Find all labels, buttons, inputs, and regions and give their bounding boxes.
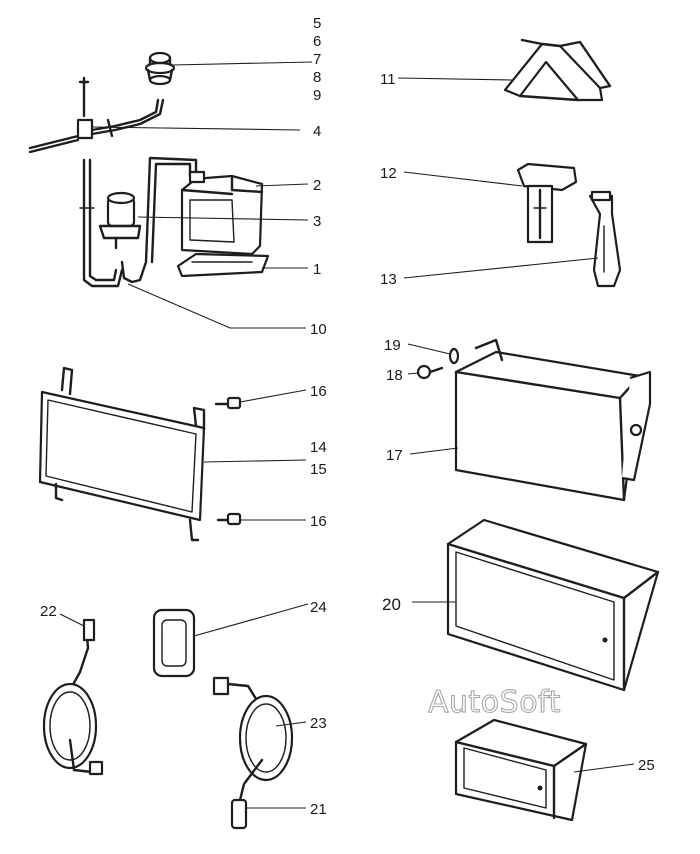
screw-16b-part xyxy=(216,512,242,526)
label-2: 2 xyxy=(313,177,321,194)
label-11: 11 xyxy=(380,71,396,88)
mirror-left-part xyxy=(42,618,104,776)
frame-part xyxy=(38,366,206,542)
label-23: 23 xyxy=(310,715,327,732)
label-19: 19 xyxy=(384,337,401,354)
label-5: 5 xyxy=(313,15,321,32)
label-1: 1 xyxy=(313,261,321,278)
label-10: 10 xyxy=(310,321,327,338)
wheel-brace-part xyxy=(588,190,622,288)
label-12: 12 xyxy=(380,165,397,182)
label-18: 18 xyxy=(386,367,403,384)
leader-24 xyxy=(193,603,309,637)
hose-left xyxy=(82,158,124,288)
mirror-right-part xyxy=(212,676,294,830)
first-aid-box-part xyxy=(454,338,652,502)
box-25-part xyxy=(454,718,588,822)
screw-18-part xyxy=(416,364,444,380)
leader-19 xyxy=(407,343,451,355)
washer-system xyxy=(28,51,270,288)
box-20-part xyxy=(446,518,660,692)
washer-cap-part xyxy=(144,51,176,86)
leader-16a xyxy=(239,389,307,403)
label-17: 17 xyxy=(386,447,403,464)
callout-labels: 5 6 7 8 9 4 2 3 1 10 16 14 15 16 24 23 2… xyxy=(40,15,655,818)
leader-13 xyxy=(403,257,599,279)
leader-17 xyxy=(409,447,459,455)
label-25: 25 xyxy=(638,757,655,774)
hose-left-inner xyxy=(88,158,118,282)
tank-tray-part xyxy=(176,252,270,278)
leaders-top-left xyxy=(91,61,313,329)
hose-right xyxy=(120,156,198,284)
leader-14 xyxy=(203,459,307,463)
label-14: 14 xyxy=(310,439,327,456)
label-21: 21 xyxy=(310,801,327,818)
label-3: 3 xyxy=(313,213,321,230)
seal-24-part xyxy=(152,608,196,678)
leader-18 xyxy=(407,372,419,375)
warning-triangle-part xyxy=(503,38,612,102)
washer-tank-part xyxy=(180,170,264,256)
label-15: 15 xyxy=(310,461,327,478)
leader-22 xyxy=(59,613,85,627)
label-16-top: 16 xyxy=(310,383,327,400)
label-8: 8 xyxy=(313,69,321,86)
t-connector-part xyxy=(28,76,165,154)
label-22: 22 xyxy=(40,603,57,620)
washer-19-part xyxy=(448,347,460,365)
leader-11 xyxy=(397,77,513,81)
leader-23 xyxy=(275,721,307,727)
label-6: 6 xyxy=(313,33,321,50)
screw-16a-part xyxy=(214,396,242,410)
label-20: 20 xyxy=(382,595,401,614)
label-4: 4 xyxy=(313,123,321,140)
leader-25 xyxy=(573,763,635,773)
watermark-text: AutoSoft xyxy=(428,685,561,720)
label-9: 9 xyxy=(313,87,321,104)
jack-bracket-part xyxy=(516,162,578,244)
label-24: 24 xyxy=(310,599,327,616)
leader-12 xyxy=(403,171,523,187)
label-13: 13 xyxy=(380,271,397,288)
label-7: 7 xyxy=(313,51,321,68)
washer-pump-part xyxy=(98,191,142,250)
label-16-bottom: 16 xyxy=(310,513,327,530)
